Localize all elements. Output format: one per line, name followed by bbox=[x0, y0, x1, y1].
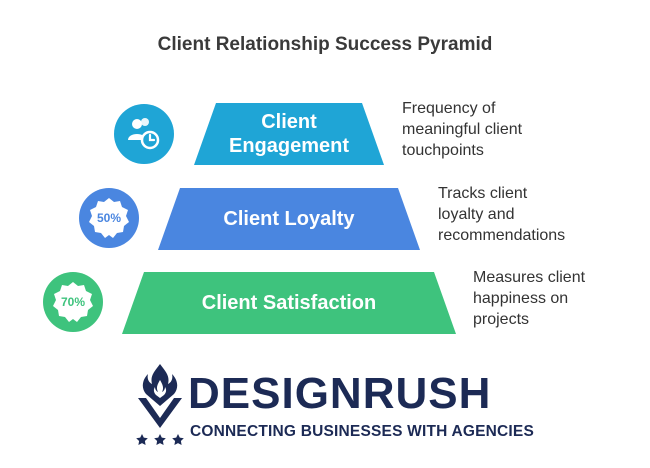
badge-percent-text: 70% bbox=[60, 295, 86, 309]
tier-client-loyalty: Client Loyalty bbox=[158, 188, 420, 250]
tier-label: Client Loyalty bbox=[158, 188, 420, 250]
description-line: Tracks client bbox=[438, 185, 528, 202]
tier-label-line: Client Satisfaction bbox=[201, 292, 377, 314]
tier-description: Frequency of meaningful client touchpoin… bbox=[402, 98, 522, 161]
description-line: loyalty and bbox=[438, 206, 515, 223]
badge-percent-text: 50% bbox=[96, 211, 122, 225]
tier-description: Measures client happiness on projects bbox=[473, 267, 585, 330]
logo-wordmark: DESIGNRUSH bbox=[188, 369, 492, 418]
tier-description: Tracks client loyalty and recommendation… bbox=[438, 183, 565, 246]
description-line: recommendations bbox=[438, 227, 566, 244]
tier-label-line: Client bbox=[261, 111, 317, 133]
percent-badge-icon: 70% bbox=[43, 272, 103, 332]
percent-badge-icon: 50% bbox=[79, 188, 139, 248]
description-line: touchpoints bbox=[402, 142, 484, 159]
logo-tagline: CONNECTING BUSINESSES WITH AGENCIES bbox=[190, 423, 535, 440]
description-line: meaningful client bbox=[402, 121, 523, 138]
tier-label: Client Satisfaction bbox=[122, 272, 456, 334]
tier-label-line: Engagement bbox=[228, 135, 350, 157]
tier-client-engagement: Client Engagement bbox=[194, 103, 384, 165]
description-line: Frequency of bbox=[402, 100, 496, 117]
tier-label-line: Client Loyalty bbox=[223, 208, 355, 230]
trapezoid-shape bbox=[158, 188, 420, 250]
trapezoid-shape bbox=[194, 103, 384, 165]
description-line: Measures client bbox=[473, 269, 586, 286]
description-line: happiness on bbox=[473, 290, 569, 307]
description-line: projects bbox=[473, 311, 530, 328]
page-title: Client Relationship Success Pyramid bbox=[157, 34, 493, 55]
tier-client-satisfaction: Client Satisfaction bbox=[122, 272, 456, 334]
trapezoid-shape bbox=[122, 272, 456, 334]
tier-label: Client Engagement bbox=[194, 103, 384, 165]
users-clock-icon bbox=[114, 104, 174, 164]
designrush-logo-icon bbox=[136, 364, 184, 445]
